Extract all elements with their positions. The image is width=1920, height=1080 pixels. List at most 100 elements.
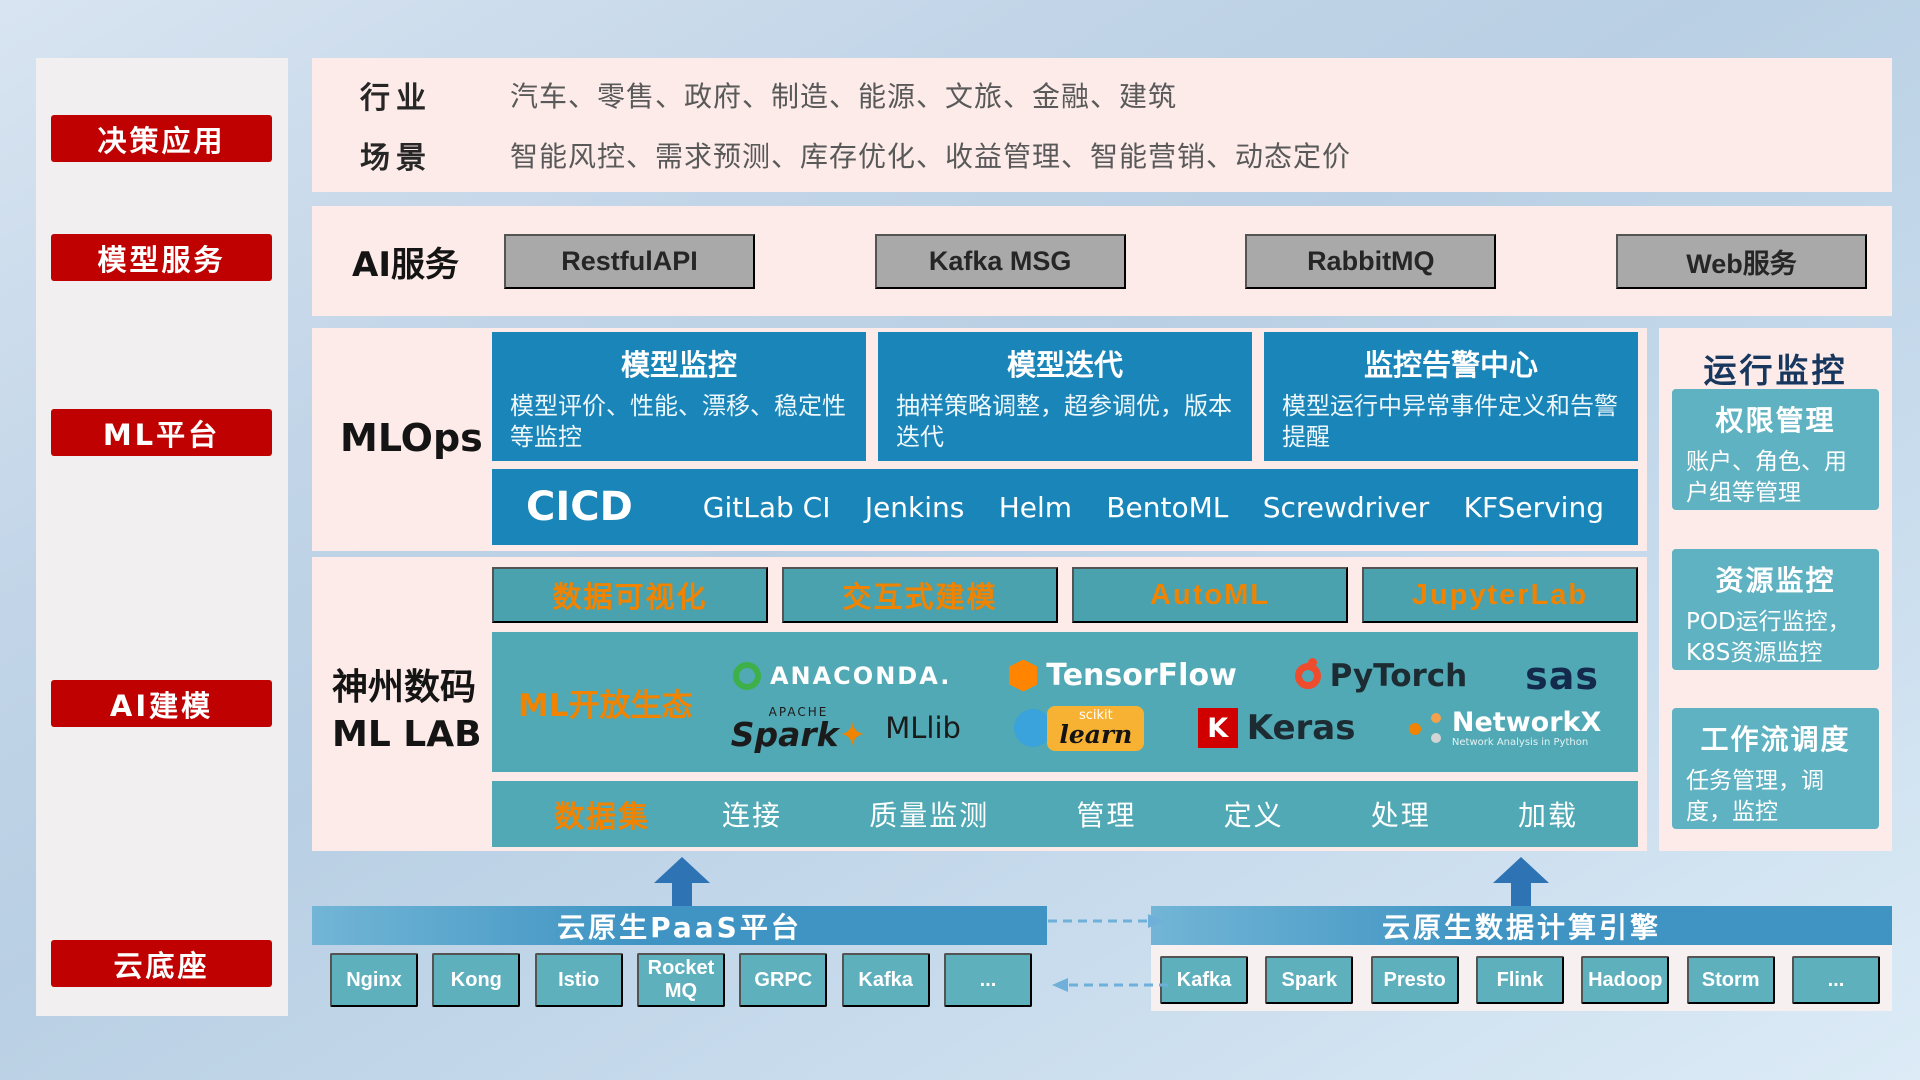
scikit-circle-icon <box>1014 709 1053 747</box>
paas-tech-chips: Nginx Kong Istio RocketMQ GRPC Kafka ... <box>330 953 1032 1007</box>
ecosystem-logos: ANACONDA. TensorFlow PyTorch sas <box>704 654 1628 751</box>
left-rail: 决策应用 模型服务 ML平台 AI建模 云底座 <box>36 58 288 1016</box>
up-arrow-engine <box>1493 857 1549 906</box>
more-chip[interactable]: ... <box>1791 956 1880 1004</box>
more-chip[interactable]: ... <box>943 953 1032 1007</box>
kafka-chip[interactable]: Kafka <box>841 953 930 1007</box>
kafka-chip[interactable]: Kafka <box>1160 956 1248 1004</box>
gitlab-ci-label: GitLab CI <box>702 490 831 524</box>
arrow-stem <box>672 883 692 906</box>
arrow-head <box>654 857 710 883</box>
layer-badge-ai-modeling[interactable]: AI建模 <box>51 680 272 727</box>
arrow-head <box>1493 857 1549 883</box>
mllib-wordmark: MLlib <box>885 711 961 745</box>
card-title: 监控告警中心 <box>1363 348 1538 382</box>
industry-scenario-panel: 行业 汽车、零售、政府、制造、能源、文旅、金融、建筑 场景 智能风控、需求预测、… <box>312 58 1892 192</box>
model-iteration-card: 模型迭代 抽样策略调整，超参调优，版本迭代 <box>878 332 1252 461</box>
dashed-arrowhead-right <box>1148 914 1164 928</box>
workflow-scheduling-card: 工作流调度 任务管理，调度，监控 <box>1672 708 1879 829</box>
rabbitmq-button[interactable]: RabbitMQ <box>1245 233 1497 289</box>
scikit-learn-wordmark: learn <box>1059 719 1133 749</box>
data-visualization-button[interactable]: 数据可视化 <box>492 567 768 623</box>
scikit-badge: scikit learn <box>1047 705 1145 751</box>
mlops-label: MLOps <box>340 416 483 460</box>
storm-chip[interactable]: Storm <box>1686 956 1775 1004</box>
ai-service-label: AI服务 <box>352 244 459 285</box>
cloud-data-engine-bar: 云原生数据计算引擎 <box>1151 906 1892 945</box>
screwdriver-label: Screwdriver <box>1262 490 1430 524</box>
card-title: 资源监控 <box>1715 564 1836 597</box>
hadoop-chip[interactable]: Hadoop <box>1581 956 1670 1004</box>
dataset-bar: 数据集 连接 质量监测 管理 定义 处理 加载 <box>492 781 1638 847</box>
scikit-small-label: scikit <box>1078 707 1113 723</box>
ml-lab-panel: 神州数码 ML LAB 数据可视化 交互式建模 AutoML JupyterLa… <box>312 557 1647 851</box>
presto-chip[interactable]: Presto <box>1370 956 1459 1004</box>
resource-monitoring-card: 资源监控 POD运行监控，K8S资源监控 <box>1672 549 1879 670</box>
dashed-connector-arrows <box>1048 914 1168 992</box>
restful-api-button[interactable]: RestfulAPI <box>504 233 755 289</box>
ml-lab-label-line2: ML LAB <box>332 713 482 755</box>
scenario-label: 场景 <box>360 141 432 176</box>
dataset-step-connect: 连接 <box>722 799 783 832</box>
jenkins-label: Jenkins <box>864 490 965 524</box>
networkx-logo: NetworkX Network Analysis in Python <box>1408 706 1602 748</box>
scenario-list: 智能风控、需求预测、库存优化、收益管理、智能营销、动态定价 <box>510 140 1352 173</box>
mlops-cards: 模型监控 模型评价、性能、漂移、稳定性等监控 模型迭代 抽样策略调整，超参调优，… <box>492 332 1638 461</box>
spark-wordmark: APACHE Spark✦ <box>731 706 867 751</box>
card-title: 模型迭代 <box>1006 348 1123 382</box>
card-title: 模型监控 <box>620 348 737 382</box>
industry-label: 行业 <box>360 81 432 116</box>
pytorch-logo: PyTorch <box>1294 657 1467 694</box>
layer-badge-model-service[interactable]: 模型服务 <box>51 234 272 281</box>
ml-lab-tools: 数据可视化 交互式建模 AutoML JupyterLab <box>492 567 1638 623</box>
card-desc: 任务管理，调度，监控 <box>1686 768 1824 826</box>
cicd-tools: GitLab CI Jenkins Helm BentoML Screwdriv… <box>633 491 1604 524</box>
layer-badge-cloud-base[interactable]: 云底座 <box>51 940 272 987</box>
kong-chip[interactable]: Kong <box>432 953 521 1007</box>
interactive-modeling-button[interactable]: 交互式建模 <box>782 567 1058 623</box>
web-service-button[interactable]: Web服务 <box>1615 233 1867 289</box>
kafka-msg-button[interactable]: Kafka MSG <box>874 233 1126 289</box>
spark-chip[interactable]: Spark <box>1265 956 1354 1004</box>
tensorflow-icon <box>1009 659 1038 692</box>
ecosystem-label: ML开放生态 <box>518 687 693 724</box>
card-title: 权限管理 <box>1715 404 1836 437</box>
anaconda-wordmark: ANACONDA. <box>769 661 952 690</box>
keras-icon: K <box>1197 708 1238 748</box>
ecosystem-logo-row-1: ANACONDA. TensorFlow PyTorch sas <box>704 654 1628 698</box>
spark-star-icon: ✦ <box>838 714 867 754</box>
nginx-chip[interactable]: Nginx <box>330 953 418 1007</box>
networkx-wordmark: NetworkX <box>1451 706 1602 738</box>
card-desc: 抽样策略调整，超参调优，版本迭代 <box>896 392 1232 452</box>
tensorflow-wordmark: TensorFlow <box>1046 658 1237 693</box>
layer-badge-ml-platform[interactable]: ML平台 <box>51 409 272 456</box>
dashed-arrowhead-left <box>1052 978 1068 992</box>
ml-lab-label-line1: 神州数码 <box>332 667 477 708</box>
cloud-paas-bar: 云原生PaaS平台 <box>312 906 1047 945</box>
layer-badge-decision-apps[interactable]: 决策应用 <box>51 115 272 162</box>
flink-chip[interactable]: Flink <box>1475 956 1564 1004</box>
permission-management-card: 权限管理 账户、角色、用户组等管理 <box>1672 389 1879 510</box>
automl-button[interactable]: AutoML <box>1072 567 1348 623</box>
mlops-panel: MLOps 模型监控 模型评价、性能、漂移、稳定性等监控 模型迭代 抽样策略调整… <box>312 328 1647 551</box>
dataset-steps: 连接 质量监测 管理 定义 处理 加载 <box>722 794 1578 834</box>
keras-logo: K Keras <box>1197 708 1355 748</box>
card-desc: 模型运行中异常事件定义和告警提醒 <box>1282 392 1618 452</box>
rocketmq-chip[interactable]: RocketMQ <box>636 953 725 1007</box>
bentoml-label: BentoML <box>1106 490 1229 524</box>
card-title: 工作流调度 <box>1700 723 1851 756</box>
cicd-label: CICD <box>526 484 633 530</box>
model-monitoring-card: 模型监控 模型评价、性能、漂移、稳定性等监控 <box>492 332 866 461</box>
anaconda-logo: ANACONDA. <box>732 661 952 690</box>
industry-list: 汽车、零售、政府、制造、能源、文旅、金融、建筑 <box>510 80 1178 113</box>
cicd-bar: CICD GitLab CI Jenkins Helm BentoML Scre… <box>492 469 1638 545</box>
scenario-line: 场景 智能风控、需求预测、库存优化、收益管理、智能营销、动态定价 <box>360 133 1892 177</box>
industry-line: 行业 汽车、零售、政府、制造、能源、文旅、金融、建筑 <box>360 73 1892 117</box>
spark-mllib-logo: APACHE Spark✦ MLlib <box>731 706 961 751</box>
card-desc: POD运行监控，K8S资源监控 <box>1686 609 1851 667</box>
dataset-step-load: 加载 <box>1517 799 1578 832</box>
istio-chip[interactable]: Istio <box>534 953 623 1007</box>
jupyterlab-button[interactable]: JupyterLab <box>1362 567 1638 623</box>
grpc-chip[interactable]: GRPC <box>739 953 828 1007</box>
spark-name: Spark✦ <box>730 714 867 754</box>
